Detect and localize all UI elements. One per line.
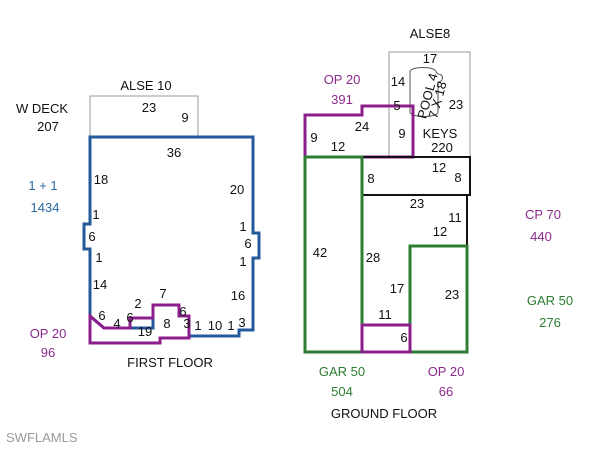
living-area: 1434 — [31, 200, 60, 215]
op-20-66-area: 66 — [439, 384, 453, 399]
dim-label: 5 — [393, 98, 400, 113]
keys-area: 220 — [431, 140, 453, 155]
dim-label: 4 — [113, 316, 120, 331]
dim-label: 6 — [88, 229, 95, 244]
dim-label: 6 — [98, 308, 105, 323]
dim-label: 1 — [194, 318, 201, 333]
dim-label: 16 — [231, 288, 245, 303]
dim-label: 6 — [244, 236, 251, 251]
dim-label: 9 — [310, 130, 317, 145]
w-deck-area: 207 — [37, 119, 59, 134]
dim-label: 17 — [390, 281, 404, 296]
alse8-label: ALSE8 — [410, 26, 450, 41]
dim-label: 12 — [432, 160, 446, 175]
gar-50-504-label: GAR 50 — [319, 364, 365, 379]
dim-label: 23 — [410, 196, 424, 211]
living-label: 1 + 1 — [28, 178, 57, 193]
cp-70-area: 440 — [530, 229, 552, 244]
gar-50-276-label: GAR 50 — [527, 293, 573, 308]
gar-50-504-area: 504 — [331, 384, 353, 399]
dim-label: 28 — [366, 250, 380, 265]
dim-label: 11 — [378, 307, 392, 322]
cp-70-label: CP 70 — [525, 207, 561, 222]
garage-276-outline — [408, 244, 469, 354]
dim-label: 24 — [355, 119, 369, 134]
first-floor-caption: FIRST FLOOR — [127, 355, 213, 370]
op-20-66-label: OP 20 — [428, 364, 465, 379]
dim-label: 23 — [449, 97, 463, 112]
dim-label: 2 — [134, 296, 141, 311]
dim-label: 3 — [238, 315, 245, 330]
dim-label: 11 — [448, 210, 462, 225]
ground-floor: ALSE8 OP 20 391 POOL 4 7 X 18 KEYS 220 C… — [303, 26, 573, 421]
op-20-391-label: OP 20 — [324, 72, 361, 87]
dim-label: 42 — [313, 245, 327, 260]
dim-label: 12 — [331, 139, 345, 154]
dim-label: 6 — [179, 304, 186, 319]
gar-50-276-area: 276 — [539, 315, 561, 330]
watermark: SWFLAMLS — [6, 430, 78, 445]
dim-label: 20 — [230, 182, 244, 197]
dim-label: 14 — [391, 74, 405, 89]
open-porch-66-outline — [360, 323, 412, 354]
dim-label: 7 — [159, 286, 166, 301]
pool-icon — [409, 67, 443, 117]
dim-label: 1 — [95, 250, 102, 265]
op-20-391-area: 391 — [331, 92, 353, 107]
dim-label: 10 — [208, 318, 222, 333]
dim-label: 1 — [239, 219, 246, 234]
dim-label: 6 — [126, 310, 133, 325]
dim-label: 8 — [163, 316, 170, 331]
dim-label: 36 — [167, 145, 181, 160]
alse-10-label: ALSE 10 — [120, 78, 171, 93]
first-floor: ALSE 10 W DECK 207 1 + 1 1434 OP 20 96 F… — [16, 78, 261, 370]
w-deck-label: W DECK — [16, 101, 68, 116]
dim-label: 12 — [433, 224, 447, 239]
dim-label: 1 — [92, 207, 99, 222]
dim-label: 6 — [400, 330, 407, 345]
dim-label: 14 — [93, 277, 107, 292]
dim-label: 17 — [423, 51, 437, 66]
dim-label: 3 — [183, 316, 190, 331]
dim-label: 8 — [454, 170, 461, 185]
dim-label: 1 — [239, 254, 246, 269]
op-20-label: OP 20 — [30, 326, 67, 341]
op-20-area: 96 — [41, 345, 55, 360]
dim-label: 8 — [367, 171, 374, 186]
dim-label: 9 — [398, 126, 405, 141]
dim-label: 1 — [227, 318, 234, 333]
keys-label: KEYS — [423, 126, 458, 141]
open-porch-outline — [88, 303, 191, 345]
ground-floor-caption: GROUND FLOOR — [331, 406, 437, 421]
dim-label: 19 — [138, 324, 152, 339]
dim-label: 9 — [181, 110, 188, 125]
dim-label: 18 — [94, 172, 108, 187]
dim-label: 23 — [142, 100, 156, 115]
dim-label: 23 — [445, 287, 459, 302]
garage-504-outline — [303, 155, 364, 354]
